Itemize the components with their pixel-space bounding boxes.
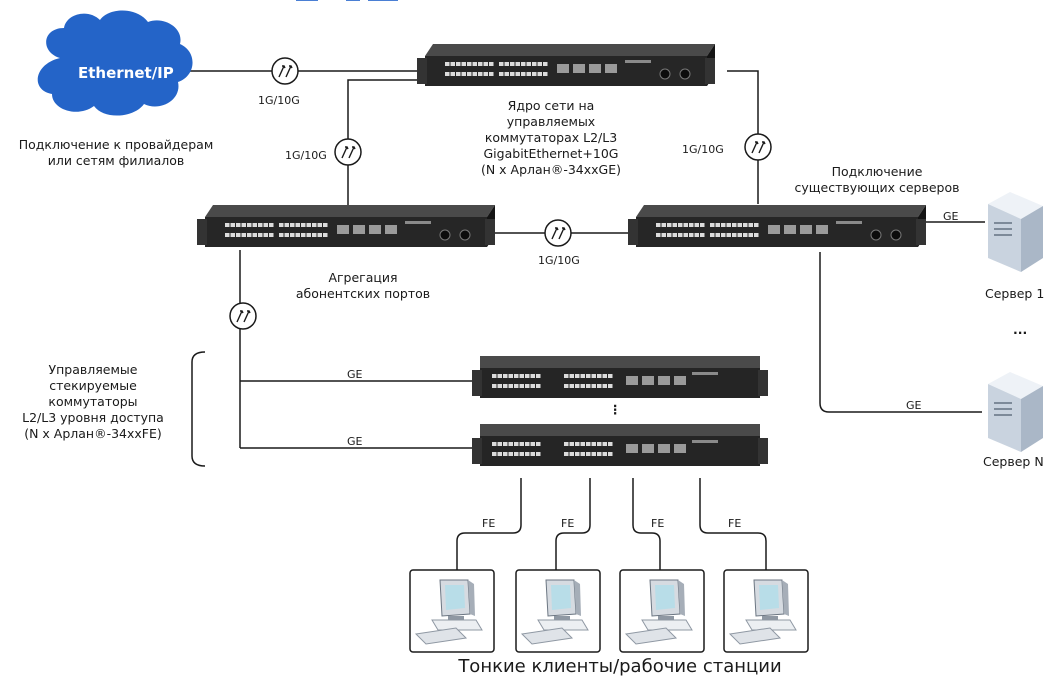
server-n-icon	[988, 372, 1043, 452]
fiber-transceiver-icon-2	[334, 138, 362, 166]
ge-label-3: GE	[347, 435, 363, 448]
fe-label-3: FE	[651, 517, 665, 530]
link-label-1: 1G/10G	[258, 94, 300, 107]
ge-label-1: GE	[943, 210, 959, 223]
link-label-3: 1G/10G	[682, 143, 724, 156]
fe-label-1: FE	[482, 517, 496, 530]
access-label: Управляемые стекируемые коммутаторы L2/L…	[22, 362, 164, 441]
link-label-4: 1G/10G	[538, 254, 580, 267]
link-label-2: 1G/10G	[285, 149, 327, 162]
workstation-icon-4	[723, 569, 809, 653]
access-bracket	[191, 351, 206, 467]
ge-label-2: GE	[347, 368, 363, 381]
access-switch-bottom-icon	[472, 424, 768, 466]
cloud-label: Ethernet/IP	[78, 64, 174, 82]
ge-label-4: GE	[906, 399, 922, 412]
server-switch-icon	[628, 205, 926, 247]
access-switch-top-icon	[472, 356, 768, 398]
switch-ellipsis: ⋮	[609, 402, 622, 417]
server-n-label: Сервер N	[983, 454, 1044, 469]
server-1-label: Сервер 1	[985, 286, 1045, 301]
server-1-icon	[988, 192, 1043, 272]
fe-label-2: FE	[561, 517, 575, 530]
server-ellipsis: ...	[1013, 322, 1028, 337]
clients-label: Тонкие клиенты/рабочие станции	[458, 656, 782, 677]
workstation-icon-3	[619, 569, 705, 653]
provider-label: Подключение к провайдерам или сетям фили…	[18, 137, 214, 168]
fiber-transceiver-icon-4	[544, 219, 572, 247]
workstation-icon-2	[515, 569, 601, 653]
servers-connection-label: Подключение существующих серверов	[794, 164, 960, 195]
fiber-transceiver-icon-1	[271, 57, 299, 85]
aggregation-label: Агрегация абонентских портов	[295, 270, 431, 301]
fiber-transceiver-icon-3	[744, 133, 772, 161]
workstation-icon-1	[409, 569, 495, 653]
core-switch-icon	[417, 44, 715, 86]
fe-label-4: FE	[728, 517, 742, 530]
aggregation-switch-icon	[197, 205, 495, 247]
fiber-transceiver-icon-5	[229, 302, 257, 330]
core-label: Ядро сети на управляемых коммутаторах L2…	[480, 98, 622, 177]
cropped-title-fragment	[296, 0, 414, 4]
cloud-icon	[37, 10, 193, 116]
